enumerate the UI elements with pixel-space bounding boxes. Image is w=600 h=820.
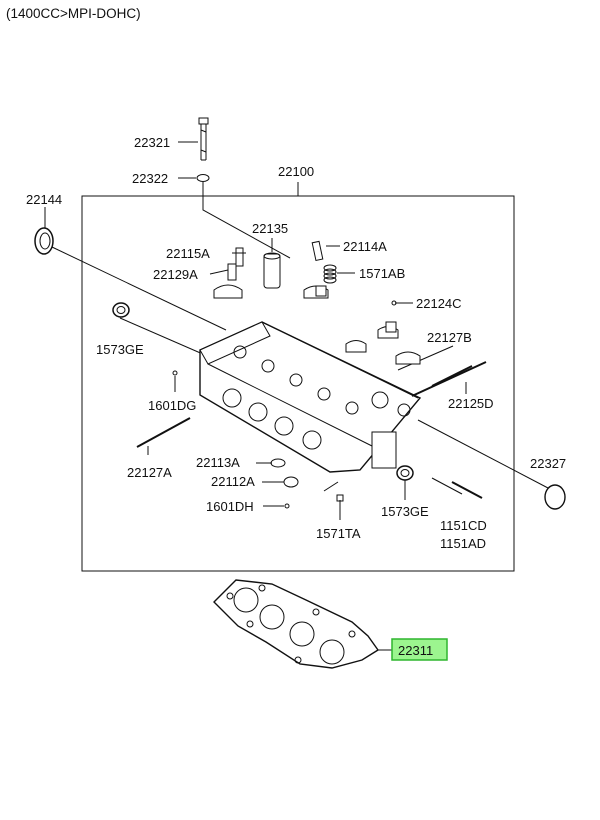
part-label-22125D[interactable]: 22125D [448, 396, 494, 411]
part-label-22127A[interactable]: 22127A [127, 465, 172, 480]
part-label-22135[interactable]: 22135 [252, 221, 288, 236]
valve-icon[interactable] [227, 263, 237, 281]
part-label-22311[interactable]: 22311 [398, 643, 433, 658]
part-label-1571AB[interactable]: 1571AB [359, 266, 405, 281]
dowel-icon[interactable] [391, 300, 397, 306]
part-label-22327[interactable]: 22327 [530, 456, 566, 471]
part-label-1571TA[interactable]: 1571TA [316, 526, 361, 541]
stud-icon[interactable] [136, 361, 487, 499]
part-label-22113A[interactable]: 22113A [196, 455, 240, 470]
dowel-icon[interactable] [284, 503, 290, 509]
spring-icon[interactable] [323, 264, 337, 284]
head-gasket-icon[interactable] [213, 579, 380, 669]
plug-cap-icon[interactable] [544, 484, 566, 510]
bolt-icon[interactable] [198, 117, 209, 161]
sleeve-icon[interactable] [263, 252, 281, 289]
dowel-icon[interactable] [172, 370, 178, 376]
part-label-1151AD[interactable]: 1151AD [440, 536, 486, 551]
part-label-22144[interactable]: 22144 [26, 192, 62, 207]
assembly-label: 22100 [278, 164, 314, 179]
part-label-22124C[interactable]: 22124C [416, 296, 462, 311]
valve-seal-icon[interactable] [270, 458, 286, 468]
part-label-22322[interactable]: 22322 [132, 171, 168, 186]
cap-icon[interactable] [213, 284, 421, 365]
oil-seal-icon[interactable] [396, 465, 414, 481]
part-label-22321[interactable]: 22321 [134, 135, 170, 150]
part-label-1601DH[interactable]: 1601DH [206, 499, 254, 514]
selected-part-highlight[interactable] [391, 638, 448, 661]
oil-seal-icon[interactable] [112, 302, 130, 318]
pin-icon[interactable] [235, 247, 244, 267]
part-label-22114A[interactable]: 22114A [343, 239, 387, 254]
part-label-22127B[interactable]: 22127B [427, 330, 472, 345]
cylinder-head-icon[interactable] [199, 321, 422, 473]
part-label-22129A[interactable]: 22129A [153, 267, 198, 282]
part-label-1573GE-right[interactable]: 1573GE [381, 504, 429, 519]
part-label-1151CD[interactable]: 1151CD [440, 518, 487, 533]
washer-icon[interactable] [196, 174, 210, 182]
part-label-1601DG[interactable]: 1601DG [148, 398, 196, 413]
part-label-22112A[interactable]: 22112A [211, 474, 255, 489]
valve-seat-icon[interactable] [283, 476, 299, 488]
plug-icon[interactable] [336, 494, 344, 502]
engine-spec-title: (1400CC>MPI-DOHC) [6, 6, 141, 21]
oil-seal-icon[interactable] [34, 227, 54, 255]
part-label-22115A[interactable]: 22115A [166, 246, 210, 261]
pin-icon[interactable] [311, 240, 324, 262]
part-label-1573GE-left[interactable]: 1573GE [96, 342, 144, 357]
